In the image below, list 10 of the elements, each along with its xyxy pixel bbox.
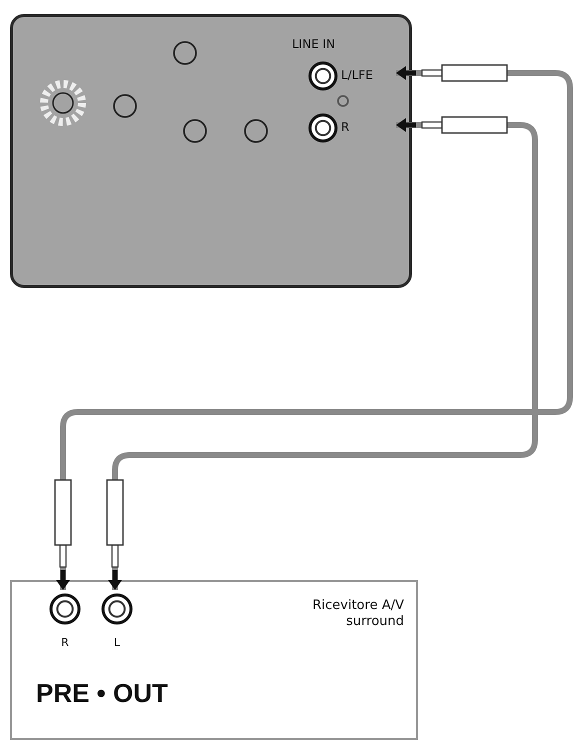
section-label: LINE IN (292, 37, 336, 51)
device-name-text: Ricevitore A/V surround (312, 598, 404, 630)
panel-heading: PRE • OUT (36, 678, 168, 709)
receiver-panel (10, 580, 418, 740)
jack-label: R (60, 636, 70, 649)
cable (56, 66, 573, 590)
device-panel (10, 14, 412, 288)
jack-label: R (341, 120, 350, 134)
jack-label: L/LFE (341, 68, 373, 82)
jack-label: L (112, 636, 122, 649)
